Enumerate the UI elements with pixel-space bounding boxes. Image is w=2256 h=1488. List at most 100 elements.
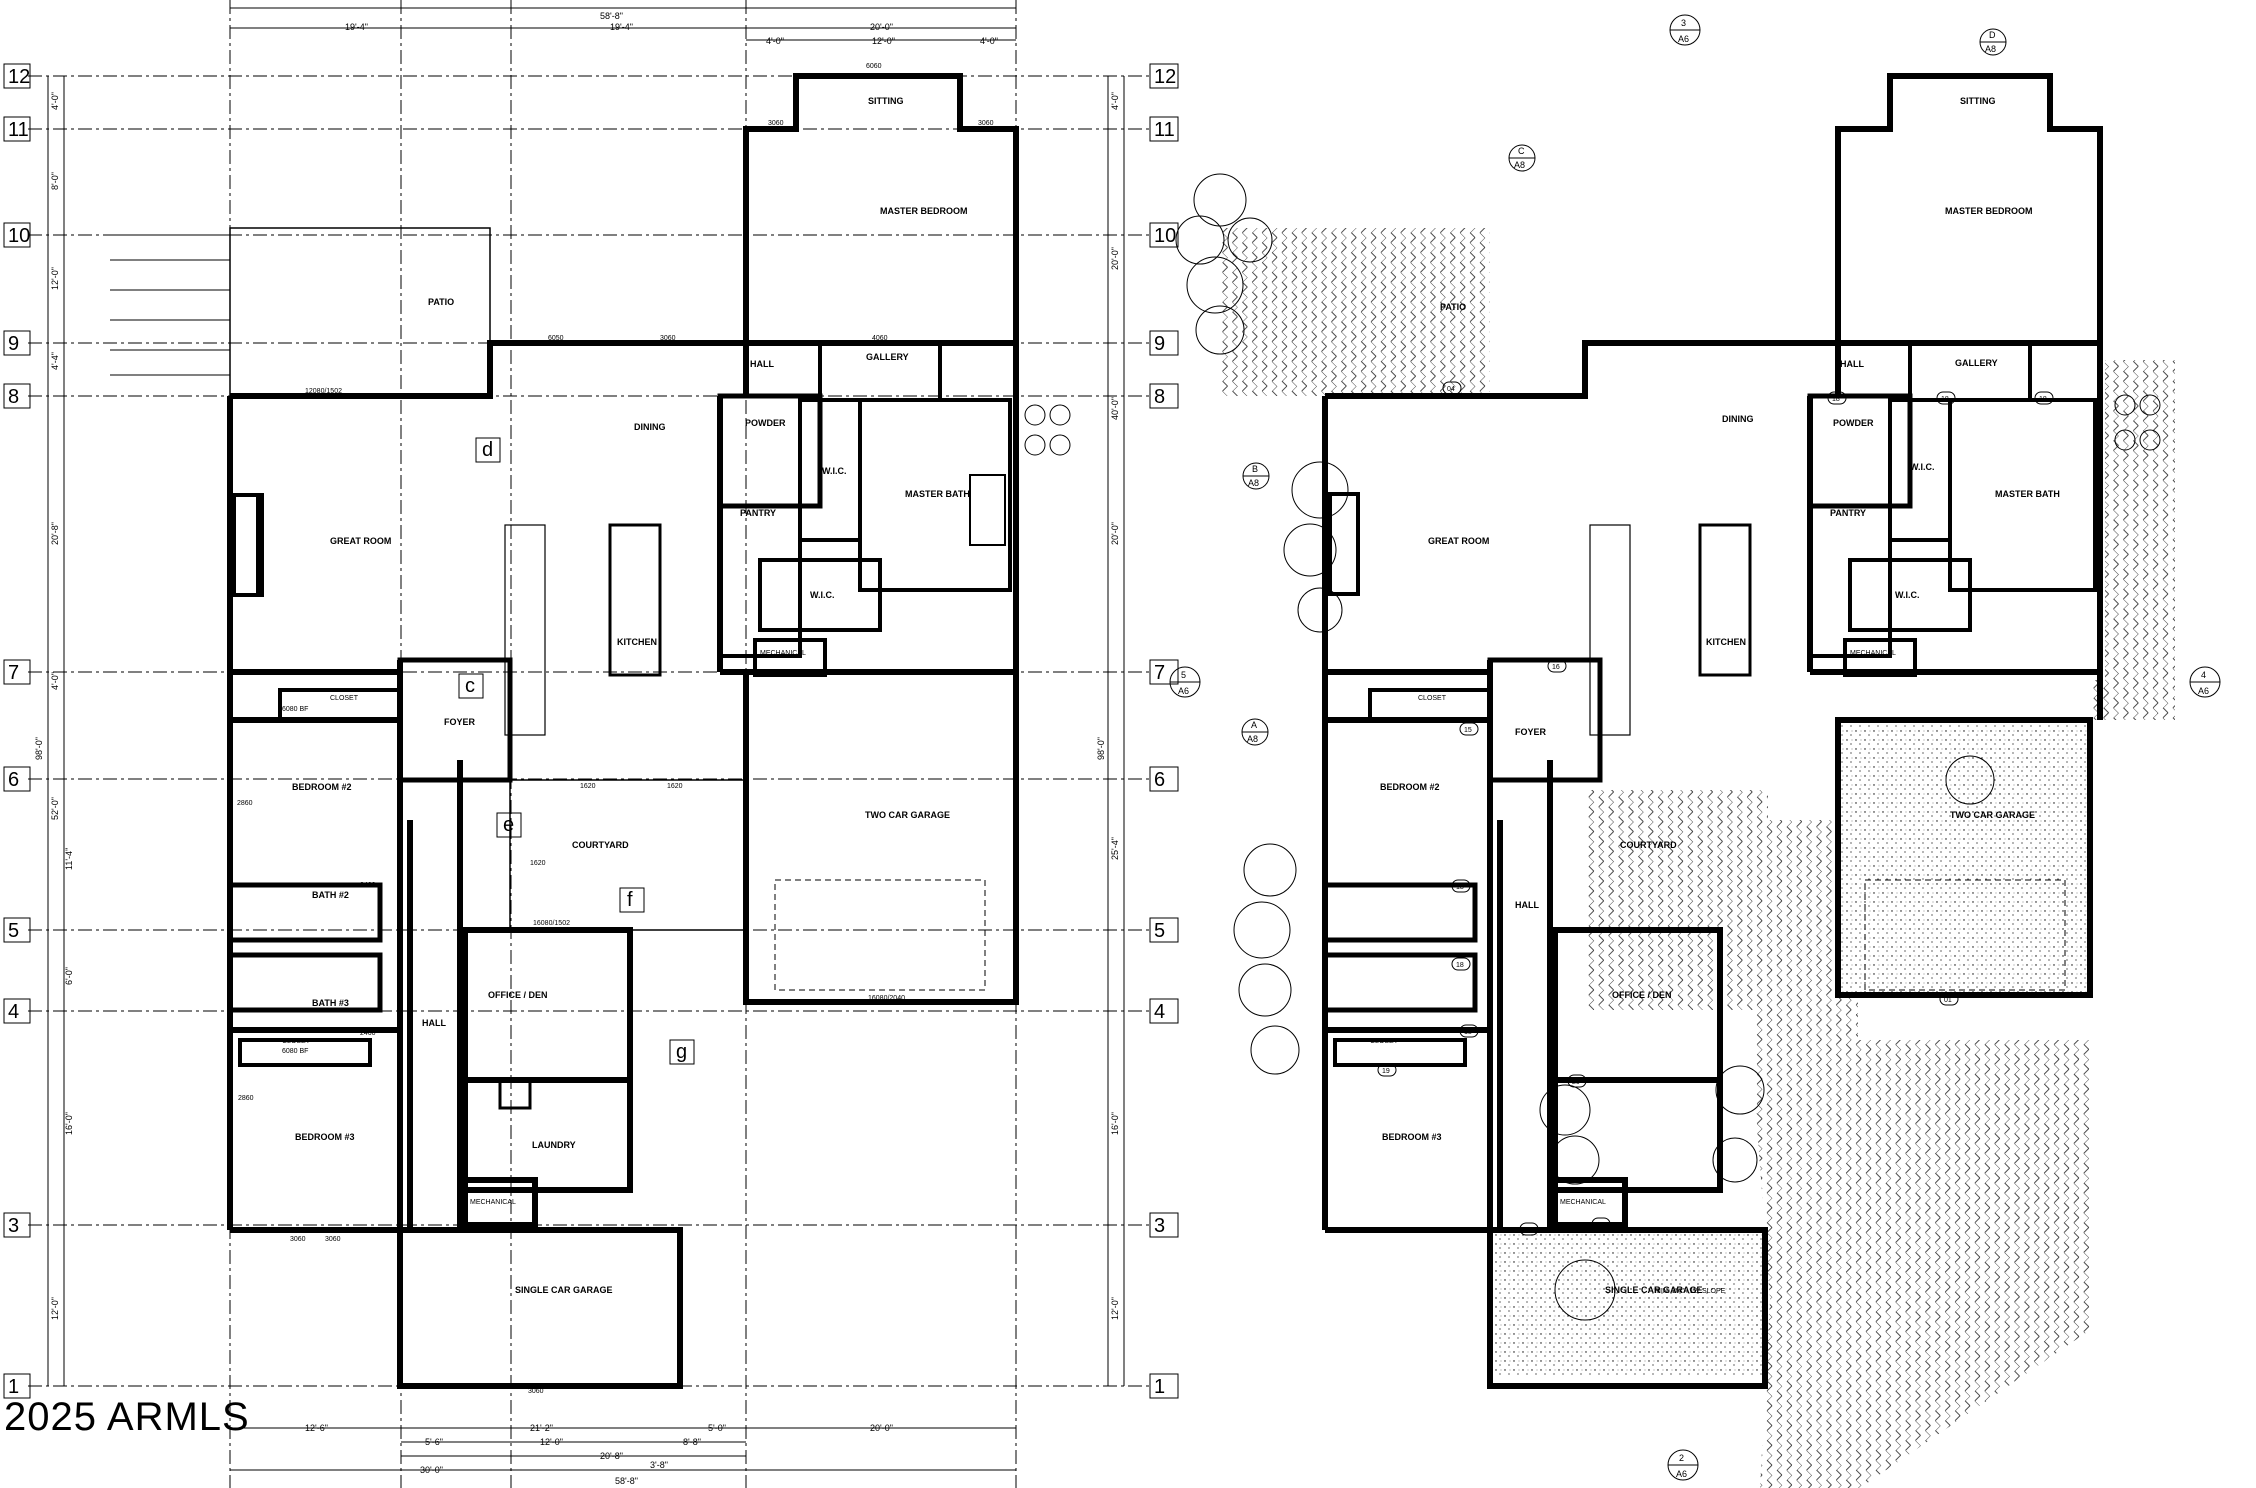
svg-text:A6: A6 xyxy=(1178,686,1189,696)
room-label-two-car-garage-r: TWO CAR GARAGE xyxy=(1950,810,2035,820)
room-label-mechanical-1: MECHANICAL xyxy=(760,650,806,657)
window-tag: 4060 xyxy=(872,335,888,342)
section-marker-5-a6: 5A6 xyxy=(1169,666,1201,698)
room-label-wic-2-r: W.I.C. xyxy=(1895,590,1920,600)
grid-label: 4 xyxy=(8,1001,19,1023)
room-label-bath-3: BATH #3 xyxy=(312,998,349,1008)
svg-text:A8: A8 xyxy=(1248,478,1259,488)
dim-top-mid: 19'-4" xyxy=(610,22,633,32)
dimensions-bottom: 12'-6" 21'-2" 5'-0" 20'-0" 5'-6" 12'-0" … xyxy=(230,1423,1016,1486)
window-tag: 2860 xyxy=(237,800,253,807)
window-tag: 1620 xyxy=(530,860,546,867)
window-tag: 3060 xyxy=(660,335,676,342)
room-label-great-room-r: GREAT ROOM xyxy=(1428,536,1489,546)
room-label-courtyard-r: COURTYARD xyxy=(1620,840,1677,850)
room-label-bedroom-2: BEDROOM #2 xyxy=(292,782,352,792)
detail-letter: g xyxy=(676,1041,687,1063)
room-label-wic-1: W.I.C. xyxy=(822,466,847,476)
dim-bottom-b: 21'-2" xyxy=(530,1423,553,1433)
dim-bottom-d: 20'-0" xyxy=(870,1423,893,1433)
grid-label: 9 xyxy=(8,333,19,355)
dim-right-a: 20'-0" xyxy=(1110,247,1120,270)
room-label-mechanical-2: MECHANICAL xyxy=(470,1199,516,1206)
door-tag: 20 xyxy=(1572,1079,1580,1086)
room-label-sitting-r: SITTING xyxy=(1960,96,1996,106)
dim-left-d: 12'-0" xyxy=(50,267,60,290)
room-label-patio-r: PATIO xyxy=(1440,302,1466,312)
room-label-patio: PATIO xyxy=(428,297,454,307)
room-label-pantry: PANTRY xyxy=(740,508,776,518)
window-tag: 6060 xyxy=(866,63,882,70)
detail-letter: d xyxy=(482,439,493,461)
door-tag: 16 xyxy=(1552,664,1560,671)
landscape-shrubs xyxy=(1175,173,1995,1321)
door-tag: 18 xyxy=(1941,396,1949,403)
dim-total-width: 58'-8" xyxy=(600,11,623,21)
door-tag: 19 xyxy=(1382,1068,1390,1075)
svg-text:A8: A8 xyxy=(1514,160,1525,170)
window-tag: 6050 xyxy=(548,335,564,342)
section-marker-c-a8: CA8 xyxy=(1508,144,1536,172)
section-marker-2-a6: 2A6 xyxy=(1667,1449,1699,1481)
dim-left-h: 52'-0" xyxy=(50,797,60,820)
door-tag: 18 xyxy=(1456,884,1464,891)
dim-top-left: 19'-4" xyxy=(345,22,368,32)
grid-label: 7 xyxy=(1154,662,1165,684)
door-tag: 01 xyxy=(1944,997,1952,1004)
dim-bottom-f: 12'-0" xyxy=(540,1437,563,1447)
room-label-single-car-garage-r: SINGLE CAR GARAGE xyxy=(1605,1285,1703,1295)
dim-right-e: 12'-0" xyxy=(1110,1297,1120,1320)
grid-label: 10 xyxy=(1154,225,1176,247)
door-tag: 18 xyxy=(1832,396,1840,403)
grid-label: 9 xyxy=(1154,333,1165,355)
section-marker-b-a8: BA8 xyxy=(1242,462,1270,490)
dim-bottom-i: 3'-8" xyxy=(650,1460,668,1470)
dimensions-right: 4'-0" 20'-0" 40'-0" 20'-0" 98'-0" 25'-4"… xyxy=(1096,76,1125,1386)
dim-bottom-e: 5'-6" xyxy=(425,1437,443,1447)
dim-right-total-a: 20'-0" xyxy=(1110,522,1120,545)
dim-total-width-bottom: 58'-8" xyxy=(615,1476,638,1486)
window-tag: 16080/2040 xyxy=(868,995,905,1002)
section-marker-d-a8: DA8 xyxy=(1979,28,2007,56)
svg-text:A6: A6 xyxy=(1676,1469,1687,1479)
room-label-bath-2: BATH #2 xyxy=(312,890,349,900)
room-label-mechanical-2-r: MECHANICAL xyxy=(1560,1199,1606,1206)
left-plan-walls xyxy=(110,73,1071,1389)
room-label-office-den-r: OFFICE / DEN xyxy=(1612,990,1672,1000)
window-tag: 6080 BF xyxy=(282,1048,308,1055)
window-tag: 16080/1502 xyxy=(533,920,570,927)
room-label-foyer: FOYER xyxy=(444,717,476,727)
dim-right-total: 98'-0" xyxy=(1096,737,1106,760)
slope-note: MIN. 1/4" : 12" SLOPE xyxy=(1655,1288,1726,1295)
dim-right-b: 40'-0" xyxy=(1110,397,1120,420)
door-tag: 15 xyxy=(1464,727,1472,734)
window-tag: 3060 xyxy=(325,1236,341,1243)
dim-right-four: 4'-0" xyxy=(1110,92,1120,110)
room-label-hall-mid: HALL xyxy=(422,1018,446,1028)
dim-left-g: 4'-0" xyxy=(50,672,60,690)
dim-four-ft-2: 4'-0" xyxy=(980,36,998,46)
room-label-mechanical-1-r: MECHANICAL xyxy=(1850,650,1896,657)
room-label-dining: DINING xyxy=(634,422,666,432)
grid-label: 11 xyxy=(1154,119,1175,141)
vertical-grid-left xyxy=(229,0,1017,1488)
room-label-great-room: GREAT ROOM xyxy=(330,536,391,546)
door-tag: 09 xyxy=(1524,1227,1532,1234)
grid-label: 1 xyxy=(8,1376,19,1398)
svg-text:3: 3 xyxy=(1681,18,1686,28)
window-tag: 3060 xyxy=(768,120,784,127)
section-marker-4-a6: 4A6 xyxy=(2189,666,2221,698)
room-label-master-bath: MASTER BATH xyxy=(905,489,970,499)
room-label-hall-mid-r: HALL xyxy=(1515,900,1539,910)
room-label-closet-1-r: CLOSET xyxy=(1418,695,1447,702)
room-label-closet-1: CLOSET xyxy=(330,695,359,702)
window-tag: 3060 xyxy=(290,1236,306,1243)
dim-right-sub: 12'-0" xyxy=(872,36,895,46)
room-label-hall-top-r: HALL xyxy=(1840,359,1864,369)
room-label-bedroom-2-r: BEDROOM #2 xyxy=(1380,782,1440,792)
svg-text:A8: A8 xyxy=(1985,44,1996,54)
room-label-hall-top: HALL xyxy=(750,359,774,369)
dim-four-ft: 4'-0" xyxy=(766,36,784,46)
grid-label: 12 xyxy=(8,66,30,88)
